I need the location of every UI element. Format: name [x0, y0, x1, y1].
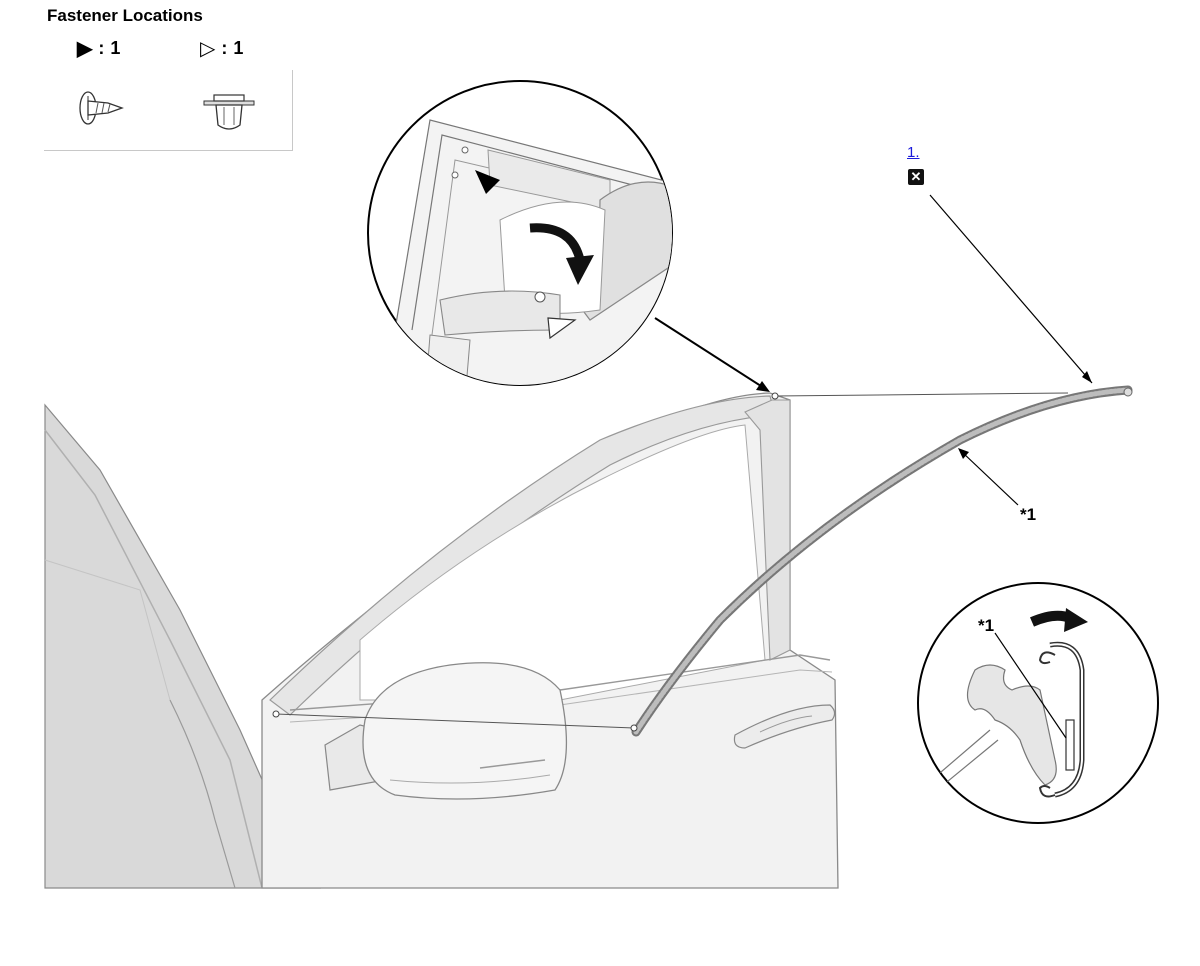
detail-circle-lower: [917, 582, 1159, 824]
legend-count-value: 1: [110, 38, 121, 58]
legend-count-solid: ▶ : 1: [77, 38, 120, 59]
solid-triangle-icon: ▶: [77, 37, 93, 60]
close-box-icon: ✕: [908, 169, 924, 185]
callout-main: *1: [1020, 505, 1037, 524]
callout-leader-arrowhead: [958, 448, 969, 459]
screw-icon: [79, 91, 124, 125]
car-body: [44, 403, 322, 889]
legend-count-value: 1: [233, 38, 244, 58]
explode-lines: [275, 392, 1069, 729]
legend-title: Fastener Locations: [47, 6, 203, 25]
step-leader-line: [929, 194, 1093, 384]
fastener-point-lower: [272, 710, 280, 718]
side-mirror: [324, 662, 568, 800]
detail-circle-upper: [367, 80, 673, 386]
legend-separator: :: [221, 38, 228, 58]
legend-separator: :: [98, 38, 105, 58]
hollow-triangle-icon: ▷: [200, 37, 216, 60]
step-leader-arrowhead: [1082, 371, 1092, 383]
detail-callout-leader: [994, 632, 1067, 739]
callout-leader-line: [961, 451, 1019, 506]
detail-upper-arrow: [654, 317, 765, 389]
clip-icon: [203, 94, 255, 130]
detail-upper-arrowhead: [756, 381, 770, 392]
legend-box: [44, 70, 293, 151]
step-1-link[interactable]: 1.: [907, 144, 920, 161]
door-edge-molding: [631, 385, 1133, 737]
legend-count-hollow: ▷ : 1: [200, 38, 243, 59]
solid-triangle-marker: [475, 170, 500, 194]
callout-detail: *1: [978, 616, 995, 635]
front-door: [261, 392, 839, 889]
fastener-point-molding: [630, 724, 638, 732]
fastener-point-upper: [771, 392, 779, 400]
